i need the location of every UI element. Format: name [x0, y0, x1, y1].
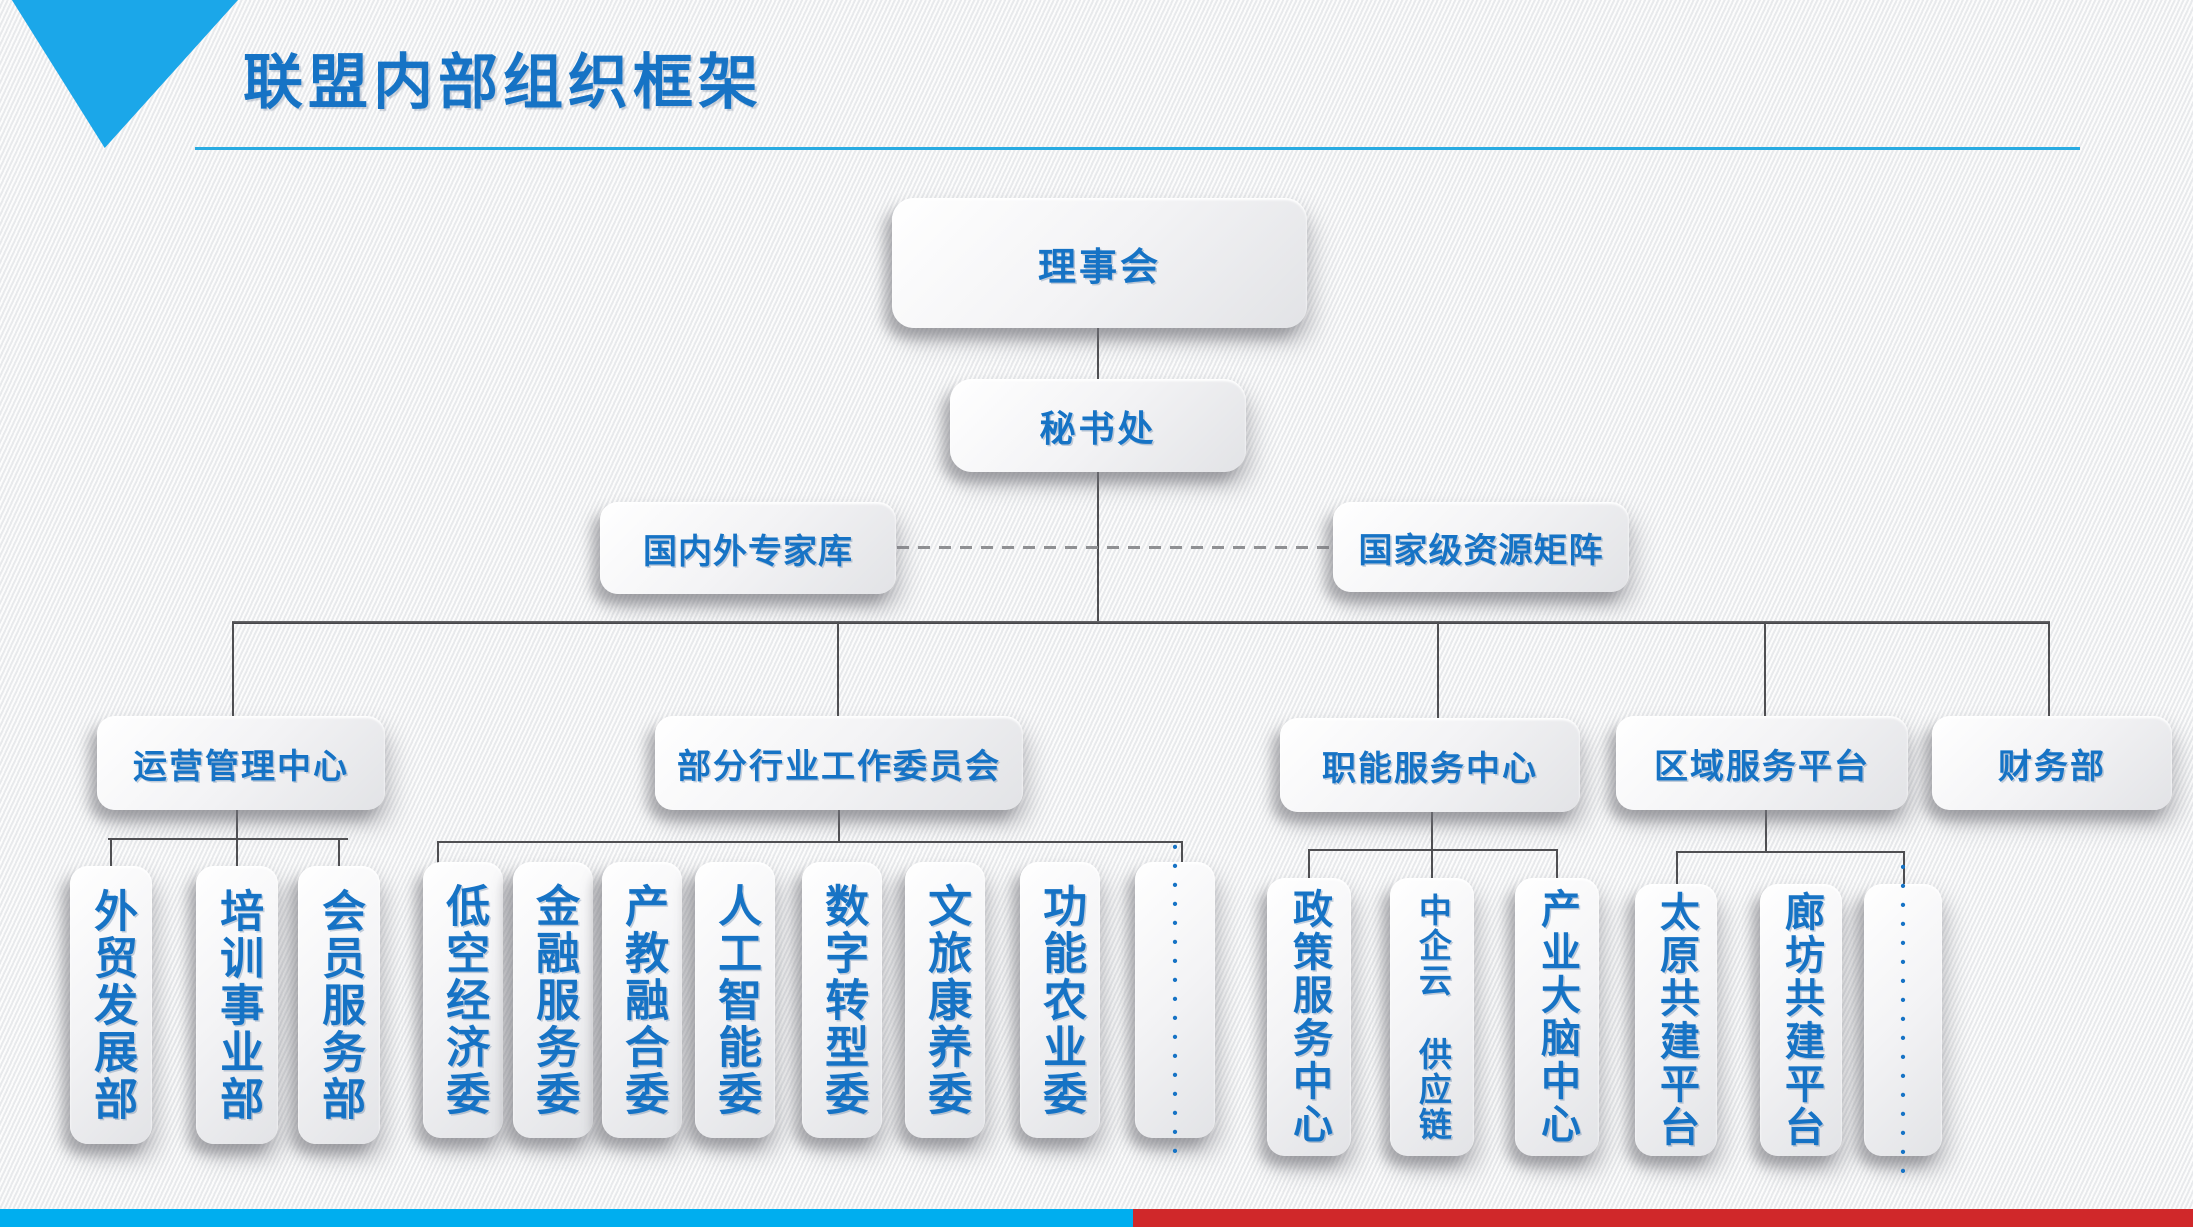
- connector-groupC-child-2: [1556, 850, 1558, 879]
- org-node-operations-center: 运营管理中心: [97, 716, 385, 810]
- footer-bar-blue: [0, 1209, 1133, 1227]
- connector-dashed-asides: [897, 546, 1332, 549]
- org-node-label: 国内外专家库: [643, 532, 853, 571]
- connector-groupB-bar: [437, 841, 1183, 843]
- org-node-ai-committee: 人工智能委: [695, 862, 775, 1138]
- footer-bar-red: [1133, 1209, 2193, 1227]
- connector-groupC-bar: [1308, 849, 1558, 851]
- org-node-label: 财务部: [1998, 747, 2106, 786]
- org-node-label: 政策服务中心: [1287, 888, 1331, 1146]
- org-node-foreign-trade-dept: 外贸发展部: [70, 866, 152, 1144]
- connector-stub-branch-4: [2048, 622, 2050, 716]
- org-node-digital-transformation-committee: 数字转型委: [802, 862, 882, 1138]
- connector-groupD-left-stub: [1676, 852, 1678, 885]
- org-node-label: 产业大脑中心: [1535, 888, 1579, 1146]
- org-node-policy-service-center: 政策服务中心: [1267, 878, 1351, 1156]
- org-node-industry-brain-center: 产业大脑中心: [1515, 878, 1599, 1156]
- org-node-label: 人工智能委: [711, 882, 761, 1118]
- org-node-label: 会员服务部: [315, 887, 365, 1123]
- org-node-label: 太原共建平台: [1654, 891, 1698, 1149]
- org-node-label: 运营管理中心: [133, 747, 349, 786]
- connector-groupD-trunk: [1765, 810, 1767, 852]
- org-node-langfang-platform: 廊坊共建平台: [1760, 884, 1842, 1156]
- org-node-regional-service-platform: 区域服务平台: [1616, 716, 1908, 810]
- connector-groupC-trunk: [1431, 812, 1433, 850]
- connector-groupA-child-0: [110, 839, 112, 867]
- org-node-label: 职能服务中心: [1322, 749, 1538, 788]
- org-node-culture-tourism-committee: 文旅康养委: [905, 862, 985, 1138]
- org-node-industry-committees: 部分行业工作委员会: [655, 716, 1023, 810]
- org-node-label: 培训事业部: [213, 887, 263, 1123]
- org-node-label: 廊坊共建平台: [1779, 891, 1823, 1149]
- org-node-secretariat: 秘书处: [950, 379, 1246, 472]
- org-node-label: 区域服务平台: [1654, 747, 1870, 786]
- connector-groupA-bar: [108, 838, 348, 840]
- org-node-functional-service-center: 职能服务中心: [1280, 718, 1580, 812]
- org-node-financial-service-committee: 金融服务委: [513, 862, 593, 1138]
- org-node-supply-chain-cloud: 中企云 供应链: [1390, 878, 1474, 1156]
- connector-root-secretariat: [1097, 327, 1099, 379]
- connector-groupC-child-0: [1308, 850, 1310, 879]
- title-underline: [195, 147, 2080, 150]
- org-node-taiyuan-platform: 太原共建平台: [1635, 884, 1717, 1156]
- connector-groupB-left-stub: [437, 842, 439, 863]
- corner-triangle-decoration: [11, 0, 238, 148]
- org-node-low-altitude-economy-committee: 低空经济委: [423, 862, 503, 1138]
- connector-groupB-trunk: [838, 810, 840, 843]
- org-node-member-service-dept: 会员服务部: [298, 866, 380, 1144]
- connector-stub-branch-0: [232, 622, 234, 717]
- org-node-label: 低空经济委: [439, 882, 489, 1118]
- org-node-label: 秘书处: [1039, 407, 1157, 449]
- org-node-resource-matrix: 国家级资源矩阵: [1333, 502, 1629, 592]
- org-node-label: 部分行业工作委员会: [677, 747, 1001, 786]
- ellipsis-dots: •••••••••••••••••: [1894, 858, 1912, 1182]
- page-title: 联盟内部组织框架: [243, 49, 763, 116]
- connector-stub-branch-2: [1437, 622, 1439, 719]
- connector-stub-branch-1: [837, 622, 839, 717]
- ellipsis-dots: •••••••••••••••••: [1166, 838, 1184, 1162]
- org-node-label: 中企云 供应链: [1414, 892, 1452, 1142]
- org-node-label: 金融服务委: [529, 882, 579, 1118]
- org-node-label: 功能农业委: [1036, 882, 1086, 1118]
- connector-groupB-right-stub: [1181, 842, 1183, 864]
- connector-groupA-trunk: [236, 810, 238, 839]
- connector-stub-branch-3: [1764, 622, 1766, 716]
- connector-groupA-child-2: [338, 839, 340, 867]
- connector-groupD-right-stub: [1903, 852, 1905, 885]
- connector-groupD-bar: [1676, 851, 1905, 853]
- org-node-finance-dept: 财务部: [1932, 716, 2172, 810]
- org-node-industry-education-committee: 产教融合委: [602, 862, 682, 1138]
- org-node-more-committees-ellipsis: •••••••••••••••••: [1135, 839, 1215, 1162]
- org-node-label: 产教融合委: [618, 882, 668, 1118]
- org-node-training-division: 培训事业部: [196, 866, 278, 1144]
- org-node-more-platforms-ellipsis: •••••••••••••••••: [1864, 859, 1942, 1182]
- org-node-expert-database: 国内外专家库: [600, 502, 896, 594]
- org-node-label: 外贸发展部: [87, 887, 137, 1123]
- org-node-functional-agriculture-committee: 功能农业委: [1020, 862, 1100, 1138]
- connector-groupC-child-1: [1431, 850, 1433, 879]
- org-node-label: 理事会: [1037, 246, 1161, 289]
- connector-main-horizontal: [232, 621, 2050, 624]
- org-node-board: 理事会: [892, 198, 1307, 328]
- org-node-label: 数字转型委: [818, 882, 868, 1118]
- org-node-label: 文旅康养委: [921, 882, 971, 1118]
- connector-groupA-child-1: [236, 839, 238, 867]
- org-node-label: 国家级资源矩阵: [1358, 531, 1604, 570]
